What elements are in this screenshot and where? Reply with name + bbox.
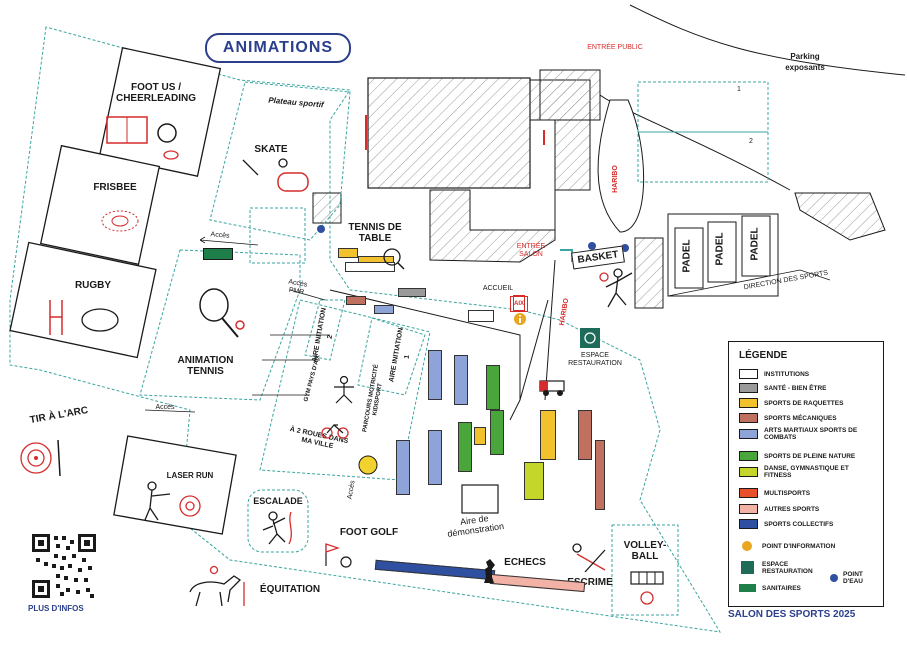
zone-parking: Parking exposants	[785, 52, 825, 72]
legend-item: DANSE, GYMNASTIQUE ET FITNESS	[739, 465, 874, 479]
foot-golf-flag-icon	[325, 543, 352, 568]
zone-skate: SKATE	[254, 144, 288, 155]
legend-swatch	[739, 467, 758, 477]
main-hall	[367, 77, 531, 189]
legend: LÉGENDE INSTITUTIONS SANTÉ - BIEN ÊTRE SPO…	[728, 341, 884, 607]
zone-animation-tennis: ANIMATION TENNIS	[177, 355, 234, 377]
chess-icon	[484, 559, 495, 583]
legend-info: POINT D'INFORMATION	[739, 540, 835, 552]
zone-volley-ball: VOLLEY-BALL	[623, 540, 667, 562]
legend-swatch	[739, 383, 758, 393]
legend-swatch	[739, 369, 758, 379]
legend-label: SPORTS DE PLEINE NATURE	[764, 452, 856, 460]
parking-spot-1: 1	[737, 86, 741, 93]
legend-label: SPORTS DE RAQUETTES	[764, 399, 844, 407]
zone-escalade: ESCALADE	[253, 496, 303, 506]
parking-spot-2: 2	[749, 138, 753, 145]
qr-code[interactable]	[32, 534, 96, 598]
legend-item: SPORTS MÉCANIQUES	[739, 412, 837, 424]
zone-foot-golf: FOOT GOLF	[339, 527, 399, 538]
bicycle-icon	[321, 424, 349, 439]
fire-truck-icon	[539, 380, 565, 396]
laser-run-icon	[144, 481, 201, 521]
access-label-2: Accès	[155, 404, 175, 411]
legend-label: DANSE, GYMNASTIQUE ET FITNESS	[764, 465, 849, 479]
legend-swatch	[739, 451, 758, 461]
legend-item: ARTS MARTIAUX SPORTS DE COMBATS	[739, 427, 874, 441]
restaurant-icon	[580, 328, 600, 348]
legend-item: MULTISPORTS	[739, 487, 810, 499]
legend-item: SPORTS DE RAQUETTES	[739, 397, 843, 409]
legend-label: AUTRES SPORTS	[764, 505, 820, 513]
ping-pong-icon	[383, 248, 405, 270]
zone-entree-public: ENTRÉE PUBLIC	[587, 44, 643, 51]
yellow-badge-icon	[358, 455, 378, 475]
legend-item: SANTÉ - BIEN ÊTRE	[739, 382, 826, 394]
legend-swatch	[739, 519, 758, 529]
legend-label: MULTISPORTS	[764, 489, 811, 497]
zone-equitation: ÉQUITATION	[259, 584, 321, 595]
skateboard-icon	[242, 158, 309, 192]
zone-echecs: ECHECS	[504, 557, 546, 568]
zone-rugby: RUGBY	[74, 280, 112, 291]
zone-espace-restauration: ESPACE RESTAURATION	[568, 352, 622, 367]
small-hatch-building	[312, 192, 342, 224]
legend-item: AUTRES SPORTS	[739, 503, 819, 515]
zone-foot-us: FOOT US / CHEERLEADING	[115, 82, 196, 104]
plus-infos-label: PLUS D'INFOS	[28, 604, 84, 613]
legend-label: INSTITUTIONS	[764, 370, 810, 378]
archery-target-icon	[20, 439, 61, 477]
page-title: ANIMATIONS	[205, 33, 351, 63]
legend-point-eau: POINT D'EAU	[829, 571, 883, 585]
roundabout-road	[597, 99, 645, 233]
legend-item: SPORTS DE PLEINE NATURE	[739, 450, 855, 462]
legend-swatch	[739, 429, 758, 439]
climbing-icon	[262, 511, 292, 545]
legend-sanitaires: SANITAIRES	[739, 582, 801, 594]
legend-info-icon	[742, 541, 752, 551]
rugby-ball-icon	[49, 300, 119, 335]
legend-label: ARTS MARTIAUX SPORTS DE COMBATS	[764, 427, 858, 441]
tennis-racket-icon	[199, 288, 245, 338]
hall-annex	[429, 79, 591, 263]
basketball-player-icon	[599, 268, 633, 308]
venue-boundary	[9, 26, 721, 633]
fencing-icon	[572, 543, 606, 573]
zone-escrime: ESCRIME	[567, 577, 613, 588]
info-point-icon	[514, 313, 526, 325]
legend-restauration: ESPACE RESTAURATION	[739, 561, 822, 575]
legend-sanitaires-icon	[739, 584, 756, 592]
gymnast-icon	[334, 375, 354, 404]
zone-frisbee: FRISBEE	[93, 182, 137, 193]
zone-tennis-table: TENNIS DE TABLE	[348, 222, 402, 244]
frisbee-icon	[101, 210, 139, 232]
volleyball-net-icon	[630, 571, 664, 605]
zone-entree-salon: ENTRÉE SALON	[516, 243, 546, 258]
salon-title: SALON DES SPORTS 2025	[728, 609, 856, 620]
football-field-icon	[106, 116, 179, 160]
legend-item: SPORTS COLLECTIFS	[739, 518, 833, 530]
legend-label: SANTÉ - BIEN ÊTRE	[764, 384, 827, 392]
legend-label: SPORTS MÉCANIQUES	[764, 414, 837, 422]
horse-rider-icon	[189, 565, 245, 607]
legend-swatch	[739, 488, 758, 498]
zone-laser-run: LASER RUN	[166, 471, 214, 480]
legend-swatch	[739, 504, 758, 514]
legend-swatch	[739, 413, 758, 423]
legend-restaurant-icon	[741, 561, 754, 574]
sanitaires-marker	[203, 248, 233, 260]
aix-logo: AIX	[510, 296, 528, 312]
legend-item: INSTITUTIONS	[739, 368, 809, 380]
zone-accueil: ACCUEIL	[482, 285, 514, 292]
legend-title: LÉGENDE	[739, 350, 788, 361]
legend-swatch	[739, 398, 758, 408]
legend-label: SPORTS COLLECTIFS	[764, 520, 834, 528]
legend-water-icon	[830, 574, 838, 582]
